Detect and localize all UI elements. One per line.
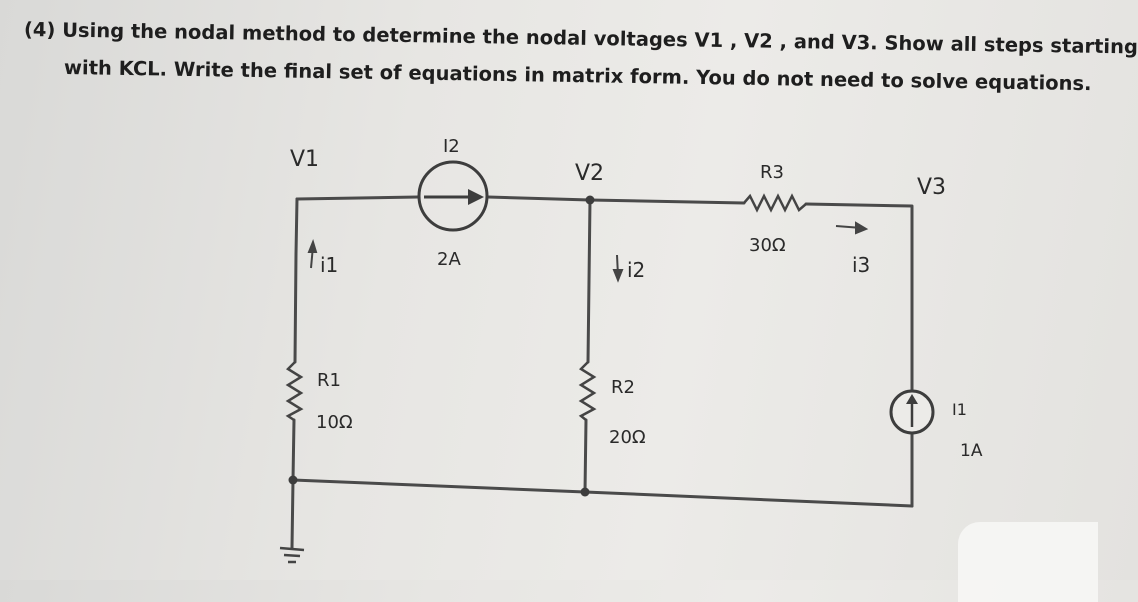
current-source-i1 — [889, 389, 935, 435]
wire-r2-bottom — [583, 418, 588, 494]
node-dot-v2 — [585, 195, 595, 205]
r1-value: 10Ω — [316, 412, 353, 433]
current-label-i2: i2 — [627, 258, 645, 282]
wire-i2-to-v2 — [486, 195, 592, 202]
current-arrow-i3-icon — [835, 221, 869, 235]
r2-value: 20Ω — [609, 427, 646, 448]
wire-r3-to-v3 — [804, 202, 914, 394]
resistor-r2 — [578, 361, 597, 421]
wire-v1-top — [294, 197, 299, 256]
resistor-r1 — [285, 361, 304, 422]
node-label-v2: V2 — [575, 161, 604, 186]
source-i2-name: I2 — [443, 136, 460, 157]
wire-ground — [290, 478, 295, 550]
current-arrow-i1-icon — [307, 238, 318, 269]
node-dot-bottom-middle — [580, 487, 590, 497]
wire-left-vertical — [293, 252, 298, 364]
node-label-v1: V1 — [290, 147, 319, 172]
r3-value: 30Ω — [749, 235, 786, 256]
r2-name: R2 — [611, 377, 635, 398]
current-arrow-i2-icon — [612, 254, 624, 283]
source-i1-name: I1 — [952, 400, 967, 419]
wire-v2-to-r3 — [588, 198, 746, 205]
node-label-v3: V3 — [917, 175, 946, 200]
r1-name: R1 — [317, 370, 341, 391]
arrow-right-icon — [468, 189, 484, 205]
wire-bottom — [291, 478, 914, 508]
ground-icon — [279, 546, 305, 564]
node-dot-bottom-left — [288, 475, 298, 485]
arrow-up-icon — [906, 394, 918, 404]
resistor-r3 — [743, 193, 807, 213]
current-label-i3: i3 — [852, 253, 870, 277]
current-label-i1: i1 — [320, 253, 338, 277]
r3-name: R3 — [760, 162, 784, 183]
source-i1-value: 1A — [960, 441, 983, 461]
circuit-diagram: V1 V2 V3 I2 2A I1 1A R1 10Ω R2 20Ω R3 30… — [279, 136, 983, 564]
wire-r1-bottom — [291, 418, 296, 482]
wire-v1-to-i2 — [295, 195, 420, 201]
wire-middle-vertical — [586, 198, 592, 364]
source-i2-value: 2A — [437, 249, 461, 270]
photo-glare — [958, 522, 1098, 602]
current-source-i2 — [417, 160, 489, 232]
